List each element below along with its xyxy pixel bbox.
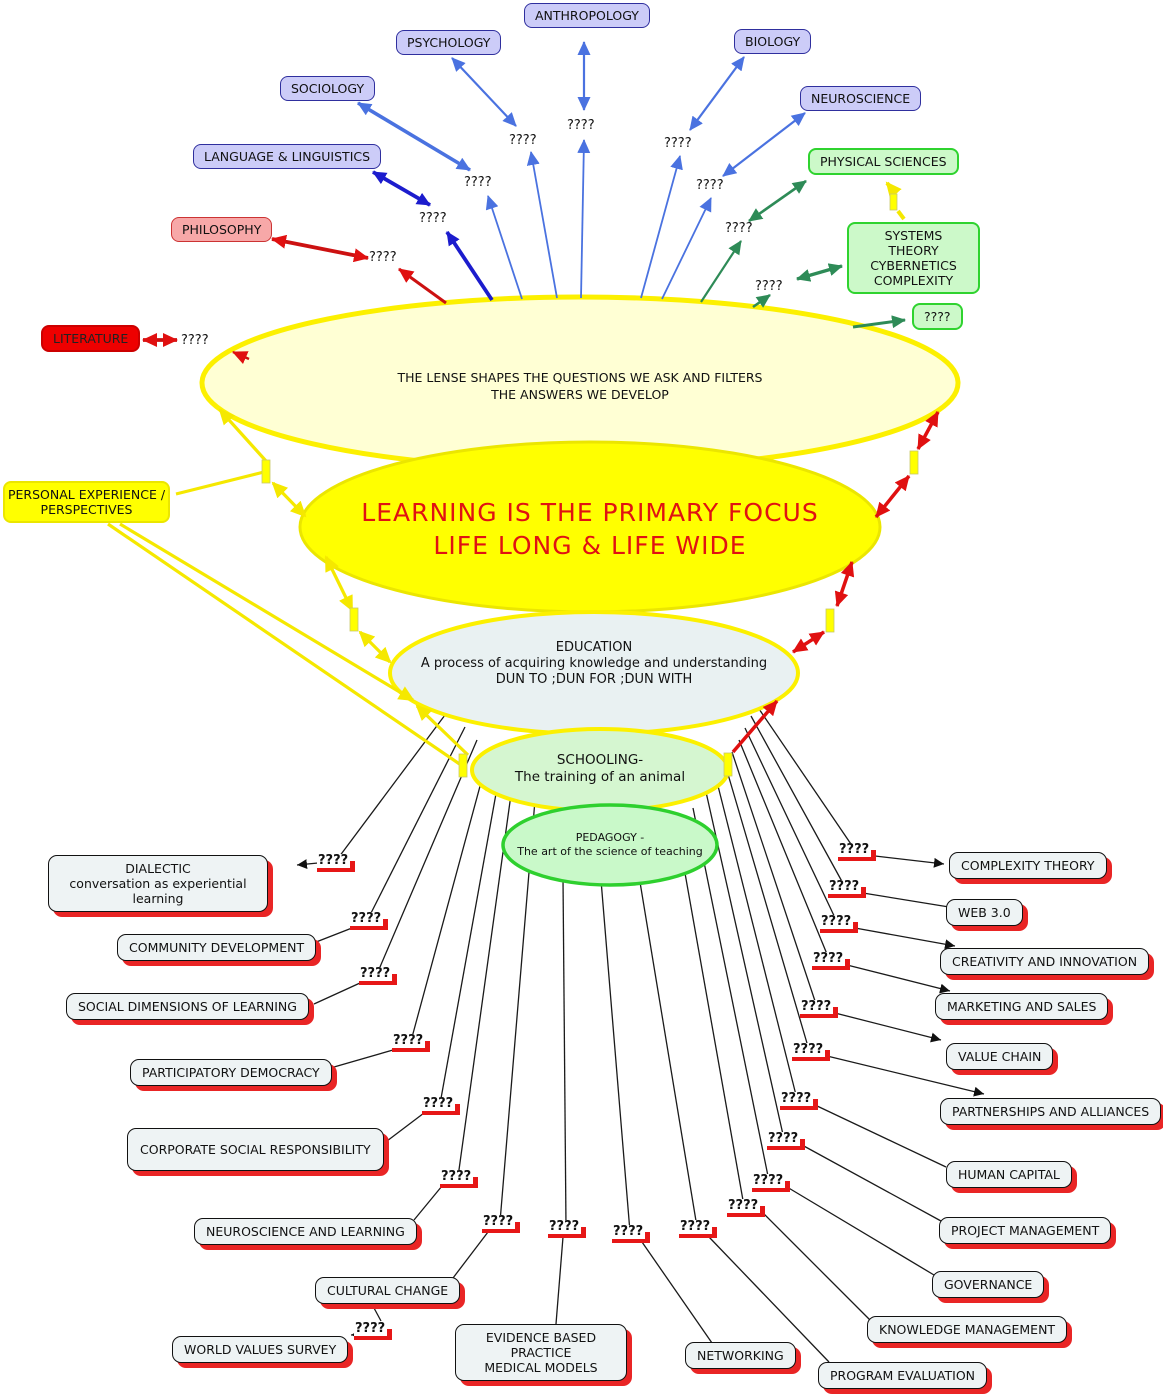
node-knowledge-management[interactable]: KNOWLEDGE MANAGEMENT (867, 1316, 1068, 1343)
link-label-neuroscience[interactable]: ???? (696, 178, 724, 193)
node-literature[interactable]: LITERATURE (41, 325, 141, 352)
node-language-linguistics[interactable]: LANGUAGE & LINGUISTICS (193, 144, 382, 169)
link-label-literature[interactable]: ???? (181, 333, 209, 348)
node-creativity-and-innovation[interactable]: CREATIVITY AND INNOVATION (940, 948, 1150, 975)
node-marketing-and-sales[interactable]: MARKETING AND SALES (935, 993, 1109, 1020)
junction-marker (889, 193, 898, 211)
link-label-partnerships[interactable]: ???? (792, 1042, 831, 1061)
link-label-corporate-social[interactable]: ???? (422, 1096, 461, 1115)
node-value-chain[interactable]: VALUE CHAIN (946, 1043, 1054, 1070)
node-world-values-survey[interactable]: WORLD VALUES SURVEY (172, 1336, 349, 1363)
node-complexity-theory[interactable]: COMPLEXITY THEORY (949, 852, 1107, 879)
link-label-physical-sciences[interactable]: ???? (725, 221, 753, 236)
link-label-networking[interactable]: ???? (612, 1224, 651, 1243)
node-philosophy[interactable]: PHILOSOPHY (171, 217, 273, 242)
link-label-marketing[interactable]: ???? (812, 951, 851, 970)
link-label-language[interactable]: ???? (419, 211, 447, 226)
node-neuroscience-and-learning[interactable]: NEUROSCIENCE AND LEARNING (194, 1218, 417, 1245)
link-label-biology[interactable]: ???? (664, 136, 692, 151)
node-unknown-discipline[interactable]: ???? (912, 303, 963, 330)
node-human-capital[interactable]: HUMAN CAPITAL (946, 1161, 1072, 1188)
learning-node-text[interactable]: LEARNING IS THE PRIMARY FOCUS LIFE LONG … (361, 498, 819, 560)
link-label-value-chain[interactable]: ???? (800, 999, 839, 1018)
yellow-connectors (107, 408, 470, 767)
node-partnerships-and-alliances[interactable]: PARTNERSHIPS AND ALLIANCES (940, 1098, 1162, 1125)
ellipse-nodes (199, 294, 961, 887)
schooling-node-text[interactable]: SCHOOLING- The training of an animal (514, 752, 686, 785)
node-physical-sciences[interactable]: PHYSICAL SCIENCES (808, 148, 959, 175)
discipline-arrows (142, 41, 906, 365)
link-label-philosophy[interactable]: ???? (369, 250, 397, 265)
link-label-world-values[interactable]: ???? (354, 1321, 393, 1340)
node-participatory-democracy[interactable]: PARTICIPATORY DEMOCRACY (130, 1059, 332, 1086)
link-label-creativity[interactable]: ???? (820, 914, 859, 933)
link-label-community-development[interactable]: ???? (350, 911, 389, 930)
node-neuroscience[interactable]: NEUROSCIENCE (800, 86, 922, 111)
link-label-program-evaluation[interactable]: ???? (679, 1219, 718, 1238)
node-program-evaluation[interactable]: PROGRAM EVALUATION (818, 1362, 988, 1389)
pedagogy-ellipse[interactable] (501, 803, 719, 887)
link-label-complexity-theory[interactable]: ???? (838, 842, 877, 861)
node-social-dimensions[interactable]: SOCIAL DIMENSIONS OF LEARNING (66, 993, 309, 1020)
node-community-development[interactable]: COMMUNITY DEVELOPMENT (117, 934, 317, 961)
link-label-psychology[interactable]: ???? (509, 133, 537, 148)
link-label-dialectic[interactable]: ???? (317, 853, 356, 872)
node-corporate-social-responsibility[interactable]: CORPORATE SOCIAL RESPONSIBILITY (127, 1128, 384, 1171)
node-project-management[interactable]: PROJECT MANAGEMENT (939, 1217, 1112, 1244)
link-label-participatory-democracy[interactable]: ???? (392, 1033, 431, 1052)
node-web-30[interactable]: WEB 3.0 (946, 899, 1023, 926)
node-cultural-change[interactable]: CULTURAL CHANGE (315, 1277, 461, 1304)
lens-node-text[interactable]: THE LENSE SHAPES THE QUESTIONS WE ASK AN… (397, 370, 763, 402)
node-psychology[interactable]: PSYCHOLOGY (396, 30, 502, 55)
node-anthropology[interactable]: ANTHROPOLOGY (524, 3, 650, 28)
link-label-governance[interactable]: ???? (752, 1173, 791, 1192)
link-label-social-dimensions[interactable]: ???? (359, 966, 398, 985)
node-systems-theory[interactable]: SYSTEMS THEORY CYBERNETICS COMPLEXITY (847, 222, 980, 294)
link-label-web-30[interactable]: ???? (828, 879, 867, 898)
node-evidence-based-practice[interactable]: EVIDENCE BASED PRACTICE MEDICAL MODELS (455, 1324, 627, 1381)
link-label-cultural-change[interactable]: ???? (482, 1214, 521, 1233)
link-label-human-capital[interactable]: ???? (780, 1091, 819, 1110)
node-personal-experience[interactable]: PERSONAL EXPERIENCE / PERSPECTIVES (3, 481, 170, 523)
link-label-knowledge-management[interactable]: ???? (727, 1198, 766, 1217)
link-label-project-management[interactable]: ???? (767, 1131, 806, 1150)
node-governance[interactable]: GOVERNANCE (932, 1271, 1045, 1298)
node-biology[interactable]: BIOLOGY (734, 29, 812, 54)
link-label-evidence-based[interactable]: ???? (548, 1219, 587, 1238)
education-node-text[interactable]: EDUCATION A process of acquiring knowled… (420, 640, 768, 687)
junction-markers (261, 450, 919, 778)
link-label-systems-theory[interactable]: ???? (755, 279, 783, 294)
link-label-anthropology[interactable]: ???? (567, 118, 595, 133)
link-label-sociology[interactable]: ???? (464, 175, 492, 190)
node-sociology[interactable]: SOCIOLOGY (280, 76, 376, 101)
node-dialectic[interactable]: DIALECTIC conversation as experiential l… (48, 855, 268, 912)
lightning-connector (885, 181, 906, 221)
pedagogy-node-text[interactable]: PEDAGOGY - The art of the science of tea… (517, 831, 703, 858)
link-label-neuroscience-learning[interactable]: ???? (440, 1169, 479, 1188)
node-networking[interactable]: NETWORKING (685, 1342, 796, 1369)
red-connectors (731, 411, 940, 754)
